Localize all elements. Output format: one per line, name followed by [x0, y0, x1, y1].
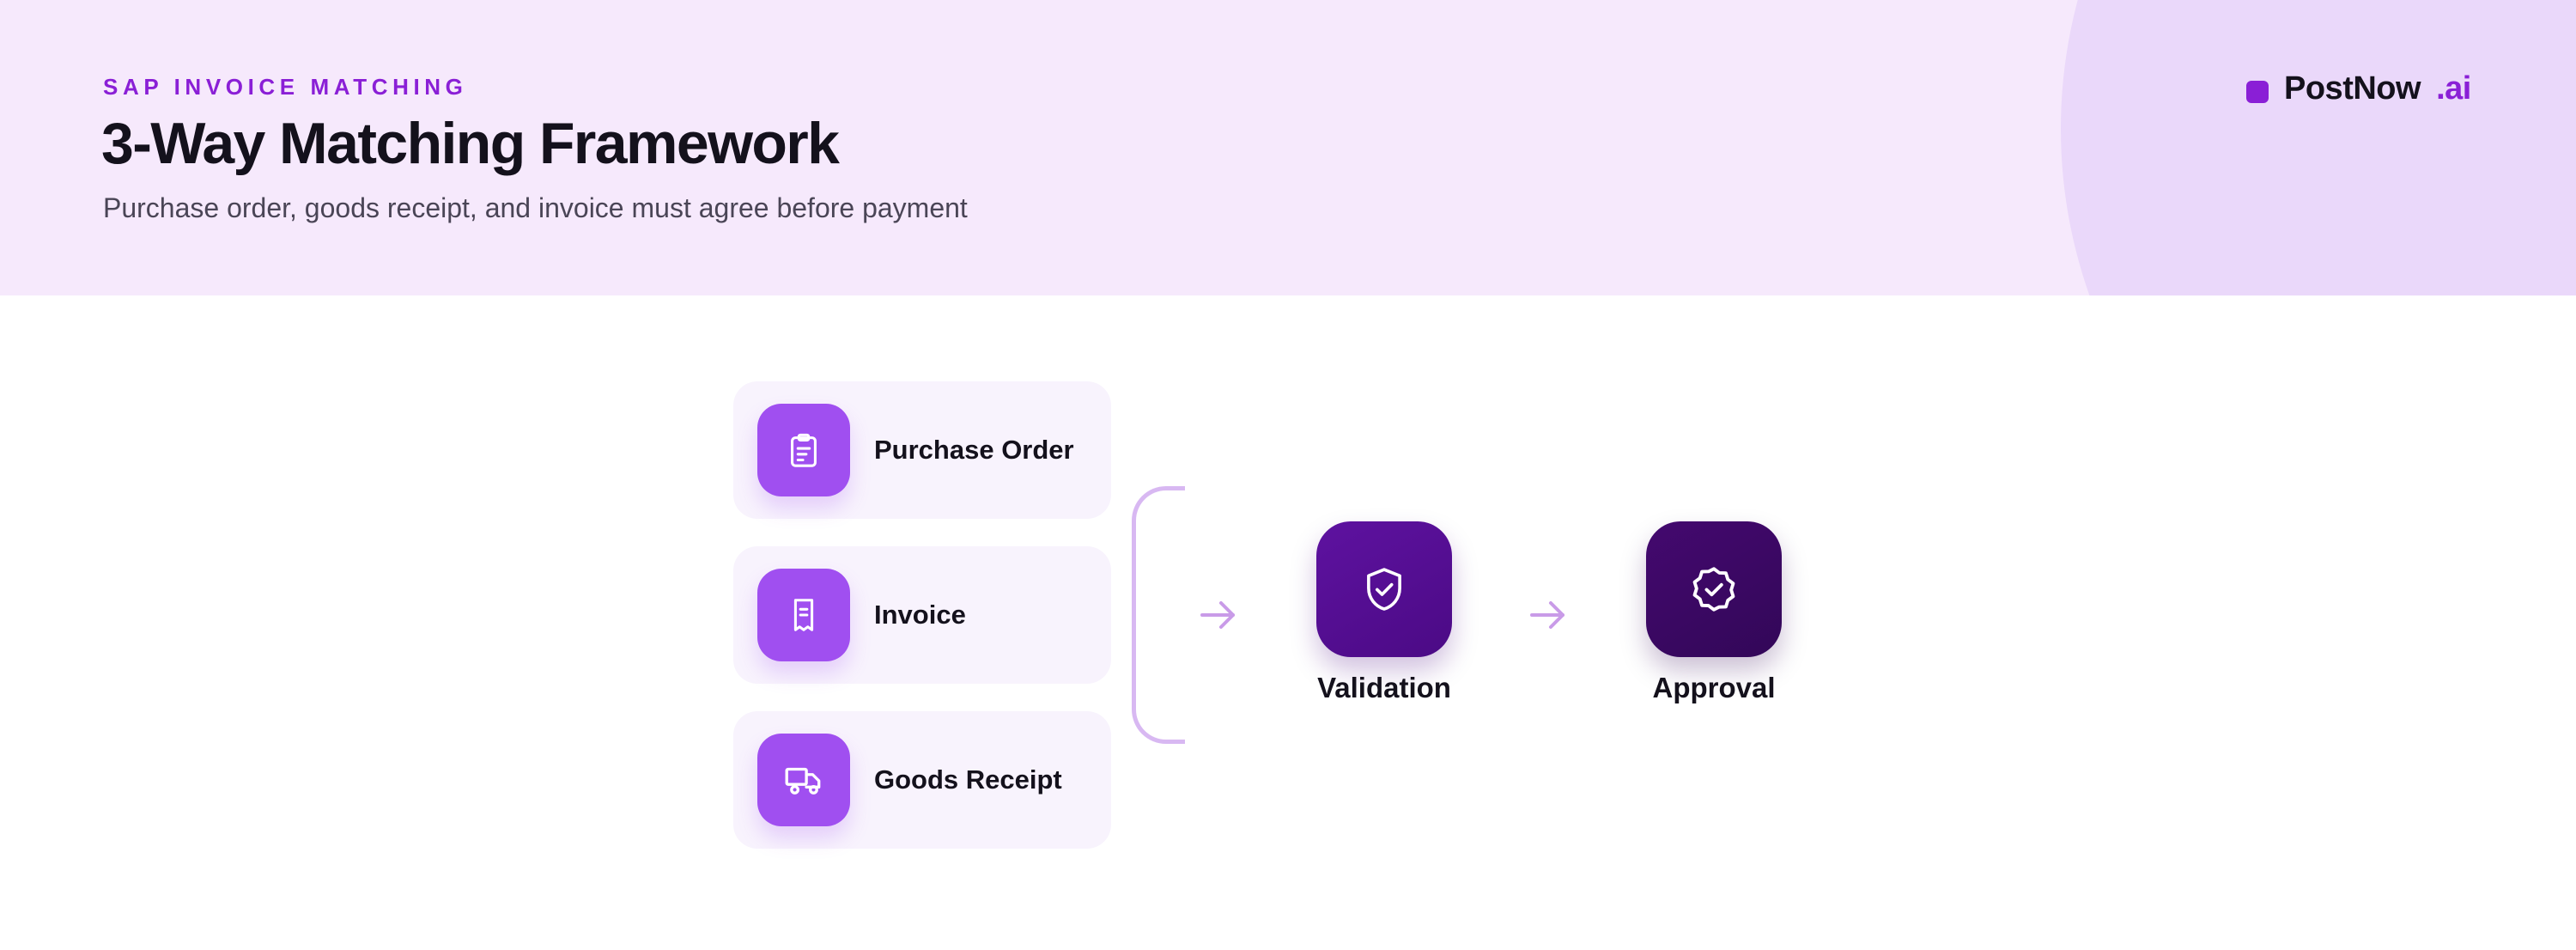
- card-label-purchase-order: Purchase Order: [874, 435, 1074, 465]
- stage-label-validation: Validation: [1317, 672, 1451, 703]
- card-label-goods-receipt: Goods Receipt: [874, 764, 1062, 795]
- stage-approval-node: [1646, 521, 1782, 657]
- card-purchase-order: Purchase Order: [733, 381, 1111, 519]
- page-title: 3-Way Matching Framework: [101, 111, 840, 176]
- truck-icon: [757, 734, 850, 826]
- header-decorative-circle: [2061, 0, 2576, 295]
- card-invoice: Invoice: [733, 546, 1111, 684]
- shield-check-icon: [1367, 568, 1401, 611]
- receipt-icon: [757, 569, 850, 661]
- stage-validation-node: [1316, 521, 1452, 657]
- brand-name: PostNow: [2284, 70, 2421, 107]
- badge-check-icon: [1692, 567, 1735, 612]
- brand-square-icon: [2246, 80, 2269, 103]
- eyebrow-label: SAP INVOICE MATCHING: [103, 74, 468, 100]
- brand-suffix: .ai: [2436, 70, 2471, 107]
- card-label-invoice: Invoice: [874, 600, 966, 630]
- arrow-right-icon: [1530, 601, 1564, 629]
- brand-logo: PostNow .ai: [2246, 70, 2471, 107]
- card-goods-receipt: Goods Receipt: [733, 711, 1111, 849]
- clipboard-icon: [757, 404, 850, 496]
- arrow-right-icon: [1200, 601, 1235, 629]
- merge-bracket: [1132, 486, 1185, 744]
- page-subtitle: Purchase order, goods receipt, and invoi…: [103, 192, 968, 223]
- header-banner: SAP INVOICE MATCHING 3-Way Matching Fram…: [0, 0, 2576, 295]
- stage-label-approval: Approval: [1652, 672, 1776, 703]
